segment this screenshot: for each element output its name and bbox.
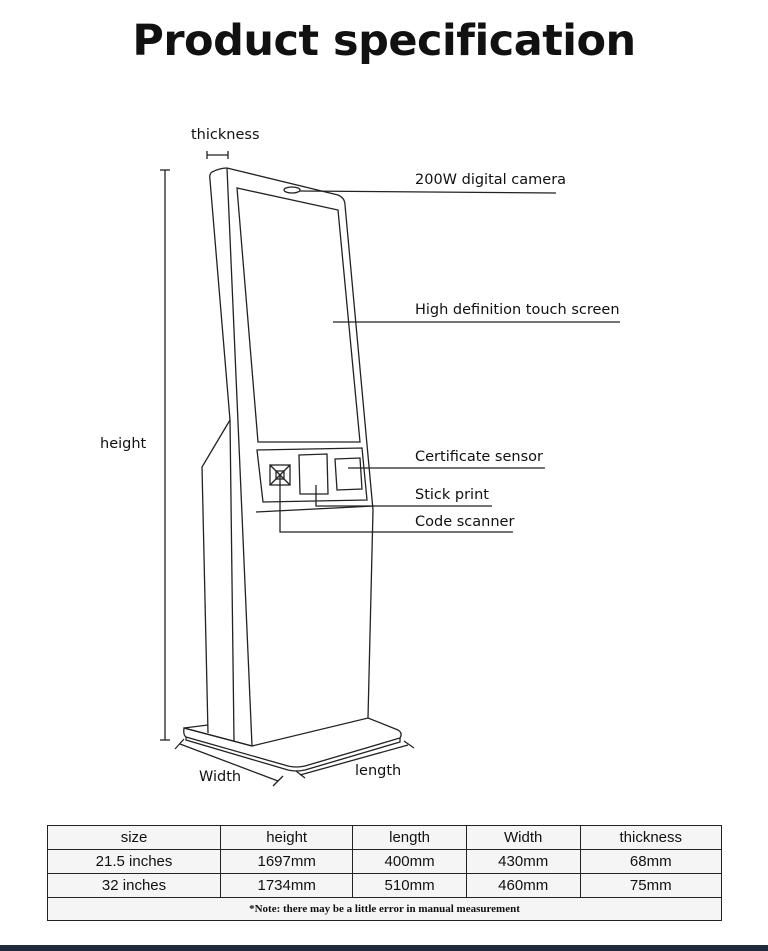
table-cell: 21.5 inches	[46, 849, 222, 874]
length-label: length	[355, 763, 402, 779]
table-cell: 32 inches	[46, 873, 222, 898]
kiosk-body	[183, 167, 402, 772]
height-dimension	[160, 169, 170, 741]
table-cell: 430mm	[465, 849, 581, 874]
thickness-label: thickness	[191, 127, 260, 143]
table-row: 21.5 inches 1697mm 400mm 430mm 68mm	[46, 849, 722, 874]
header-cell: Width	[465, 825, 581, 850]
width-label: Width	[199, 769, 242, 785]
height-label: height	[100, 436, 147, 452]
header-cell: thickness	[579, 825, 722, 850]
header-cell: height	[220, 825, 354, 850]
table-row: 32 inches 1734mm 510mm 460mm 75mm	[46, 873, 722, 898]
table-cell: 68mm	[579, 849, 722, 874]
callout-stick-print: Stick print	[415, 487, 489, 503]
length-dimension	[295, 740, 415, 779]
table-cell: 400mm	[352, 849, 467, 874]
callout-touch-screen: High definition touch screen	[415, 302, 620, 318]
spec-table: size height length Width thickness 21.5 …	[46, 825, 722, 921]
callout-camera: 200W digital camera	[415, 172, 567, 188]
table-cell: 1697mm	[220, 849, 354, 874]
thickness-dimension	[206, 151, 229, 159]
bottom-bar	[0, 945, 768, 951]
callout-certificate-sensor: Certificate sensor	[415, 449, 543, 465]
header-cell: length	[352, 825, 467, 850]
table-cell: 510mm	[352, 873, 467, 898]
table-cell: 460mm	[465, 873, 581, 898]
header-cell: size	[46, 825, 222, 850]
leader-lines	[279, 190, 620, 533]
table-note-row: *Note: there may be a little error in ma…	[47, 897, 722, 921]
measurement-note: *Note: there may be a little error in ma…	[47, 897, 722, 921]
table-cell: 75mm	[579, 873, 722, 898]
table-cell: 1734mm	[220, 873, 354, 898]
width-dimension	[174, 738, 284, 787]
table-header-row: size height length Width thickness	[46, 825, 722, 850]
page-title: Product specification	[132, 16, 636, 66]
callout-code-scanner: Code scanner	[415, 514, 515, 530]
